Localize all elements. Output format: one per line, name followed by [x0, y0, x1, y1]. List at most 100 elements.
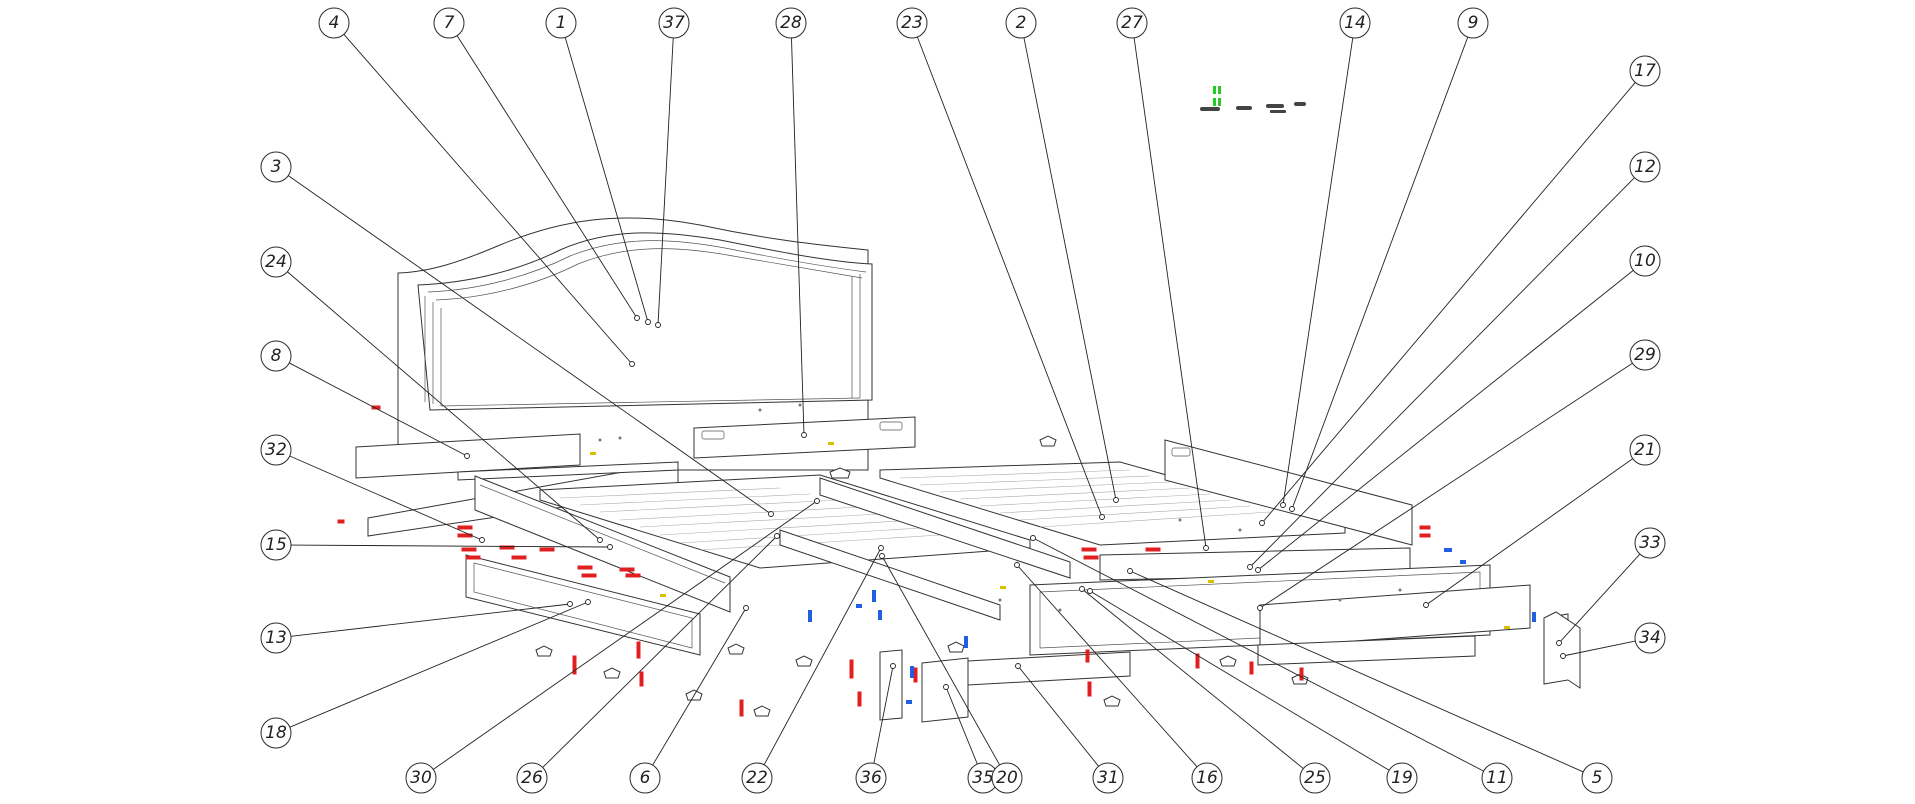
leader-anchor-7: [634, 315, 640, 321]
slat-panel-right: [879, 461, 1346, 546]
leader-line-7: [456, 35, 638, 319]
callout-14: 14: [1339, 7, 1371, 39]
callout-circle: [1005, 7, 1037, 39]
callout-circle: [1339, 7, 1371, 39]
callout-circle: [433, 7, 465, 39]
callout-20: 20: [991, 762, 1023, 794]
callout-number: 3: [271, 157, 282, 177]
callout-11: 11: [1481, 762, 1513, 794]
leader-anchor-25: [1079, 586, 1085, 592]
leader-line-30: [433, 500, 818, 770]
callout-circle: [1629, 434, 1661, 466]
leader-anchor-27: [1203, 545, 1209, 551]
slat-panel-left: [539, 474, 1031, 569]
callout-number: 25: [1304, 768, 1326, 788]
leader-line-36: [873, 665, 894, 764]
callout-7: 7: [433, 7, 465, 39]
leader-anchor-13: [567, 601, 573, 607]
callout-21: 21: [1629, 434, 1661, 466]
support-leg-right: [1543, 611, 1581, 689]
callout-16: 16: [1191, 762, 1223, 794]
callout-circle: [260, 529, 292, 561]
callout-circle: [855, 762, 887, 794]
left-side-rail: [474, 475, 731, 613]
leader-anchor-21: [1423, 602, 1429, 608]
callout-number: 26: [521, 768, 543, 788]
callout-circle: [1116, 7, 1148, 39]
leader-anchor-4: [629, 361, 635, 367]
callout-number: 11: [1486, 768, 1508, 788]
leader-anchor-33: [1556, 640, 1562, 646]
leader-anchor-14: [1280, 502, 1286, 508]
callout-circle: [991, 762, 1023, 794]
callout-number: 12: [1634, 157, 1656, 177]
callout-number: 4: [329, 13, 340, 33]
leader-line-11: [1032, 537, 1484, 772]
leader-line-3: [288, 175, 772, 515]
leader-line-32: [289, 455, 483, 541]
callout-circle: [741, 762, 773, 794]
leader-anchor-31: [1015, 663, 1021, 669]
leader-anchor-28: [801, 432, 807, 438]
callout-number: 34: [1639, 628, 1661, 648]
callout-circle: [260, 717, 292, 749]
callout-31: 31: [1092, 762, 1124, 794]
callout-number: 22: [746, 768, 768, 788]
leader-line-2: [1023, 37, 1117, 501]
callout-10: 10: [1629, 245, 1661, 277]
leader-anchor-3: [768, 511, 774, 517]
callout-number: 10: [1634, 251, 1656, 271]
leader-anchor-23: [1099, 514, 1105, 520]
leader-line-24: [287, 271, 601, 541]
leader-line-28: [791, 37, 805, 436]
leader-anchor-20: [879, 553, 885, 559]
callout-number: 1: [556, 13, 567, 33]
leader-anchor-29: [1257, 605, 1263, 611]
callout-number: 19: [1391, 768, 1413, 788]
callout-33: 33: [1634, 527, 1666, 559]
callout-23: 23: [896, 7, 928, 39]
leader-line-29: [1259, 362, 1633, 609]
leader-line-21: [1425, 458, 1634, 606]
callout-number: 13: [265, 628, 287, 648]
leader-line-22: [763, 547, 882, 766]
leader-line-20: [881, 555, 1001, 766]
callout-number: 5: [1592, 768, 1603, 788]
callout-circle: [1629, 55, 1661, 87]
leader-line-34: [1562, 640, 1636, 657]
right-side-rail: [1164, 439, 1413, 546]
leader-anchor-6: [743, 605, 749, 611]
callout-circle: [1386, 762, 1418, 794]
callout-circle: [1629, 339, 1661, 371]
callout-circle: [260, 340, 292, 372]
leader-anchor-11: [1030, 535, 1036, 541]
leader-line-15: [290, 544, 611, 548]
callout-number: 8: [271, 346, 282, 366]
callout-number: 14: [1344, 13, 1366, 33]
callout-circle: [775, 7, 807, 39]
callout-19: 19: [1386, 762, 1418, 794]
leader-line-16: [1016, 564, 1198, 768]
callout-number: 20: [996, 768, 1018, 788]
callout-5: 5: [1581, 762, 1613, 794]
callout-circle: [1457, 7, 1489, 39]
callout-circle: [405, 762, 437, 794]
callout-number: 30: [410, 768, 432, 788]
callout-number: 17: [1634, 61, 1656, 81]
leader-line-8: [289, 362, 468, 457]
leader-anchor-24: [597, 537, 603, 543]
callout-6: 6: [629, 762, 661, 794]
callout-25: 25: [1299, 762, 1331, 794]
callout-1: 1: [545, 7, 577, 39]
callout-22: 22: [741, 762, 773, 794]
callout-37: 37: [658, 7, 690, 39]
leader-anchor-2: [1113, 497, 1119, 503]
leader-line-5: [1129, 570, 1584, 773]
leader-line-26: [542, 535, 778, 768]
leader-anchor-34: [1560, 653, 1566, 659]
callout-number: 7: [444, 13, 455, 33]
callout-number: 15: [265, 535, 287, 555]
callout-24: 24: [260, 246, 292, 278]
